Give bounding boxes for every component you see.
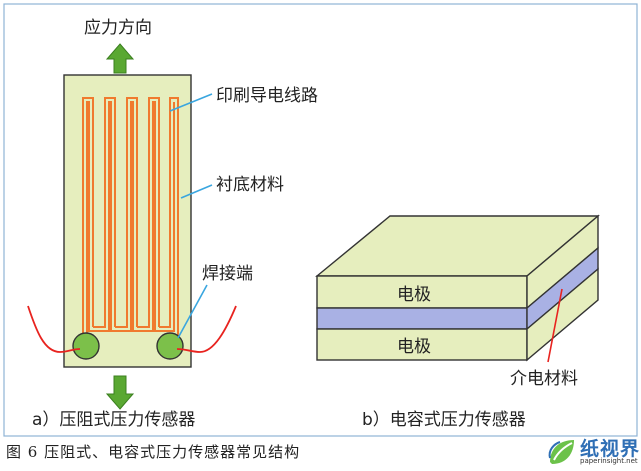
capacitive-sensor: 电极 电极 介电材料 b）电容式压力传感器	[315, 214, 600, 430]
bottom-electrode-front-face	[316, 328, 528, 361]
right-lead-wire	[176, 305, 237, 353]
top-electrode-label: 电极	[397, 285, 431, 305]
solder-terminal-label: 焊接端	[202, 264, 253, 284]
substrate-label: 衬底材料	[216, 175, 284, 195]
piezoresistive-sensor: 应力方向 印刷导电线路 衬底材料 焊接端 a）压阻式压力传感器	[27, 18, 318, 430]
panel-a-caption: a）压阻式压力传感器	[32, 410, 195, 430]
force-direction-up-arrow	[105, 43, 135, 74]
leaf-logo-icon	[548, 440, 574, 464]
panel-b-caption: b）电容式压力传感器	[362, 410, 526, 430]
watermark-url: paperinsight.net	[580, 457, 638, 465]
force-direction-label: 应力方向	[84, 18, 152, 38]
left-lead-wire	[27, 305, 81, 353]
dielectric-leader-line	[547, 288, 563, 363]
force-direction-down-arrow	[105, 375, 135, 410]
dielectric-front-face	[316, 307, 528, 330]
printed-circuit-label: 印刷导电线路	[216, 86, 318, 106]
dielectric-label: 介电材料	[510, 369, 578, 389]
trace-inner-outline	[86, 101, 175, 346]
solder-leader-line	[177, 284, 208, 339]
trace-leader-line	[169, 93, 213, 112]
substrate-leader-line	[180, 184, 213, 199]
watermark-name: 纸视界	[580, 438, 641, 460]
bottom-electrode-side-face	[526, 267, 599, 362]
left-solder-pad	[72, 332, 100, 360]
printed-conductive-trace	[82, 97, 179, 346]
watermark-logo: 纸视界 paperinsight.net	[546, 436, 641, 470]
right-solder-pad	[156, 332, 184, 360]
figure-caption: 图 6 压阻式、电容式压力传感器常见结构	[6, 443, 301, 461]
bottom-electrode-label: 电极	[397, 337, 431, 357]
